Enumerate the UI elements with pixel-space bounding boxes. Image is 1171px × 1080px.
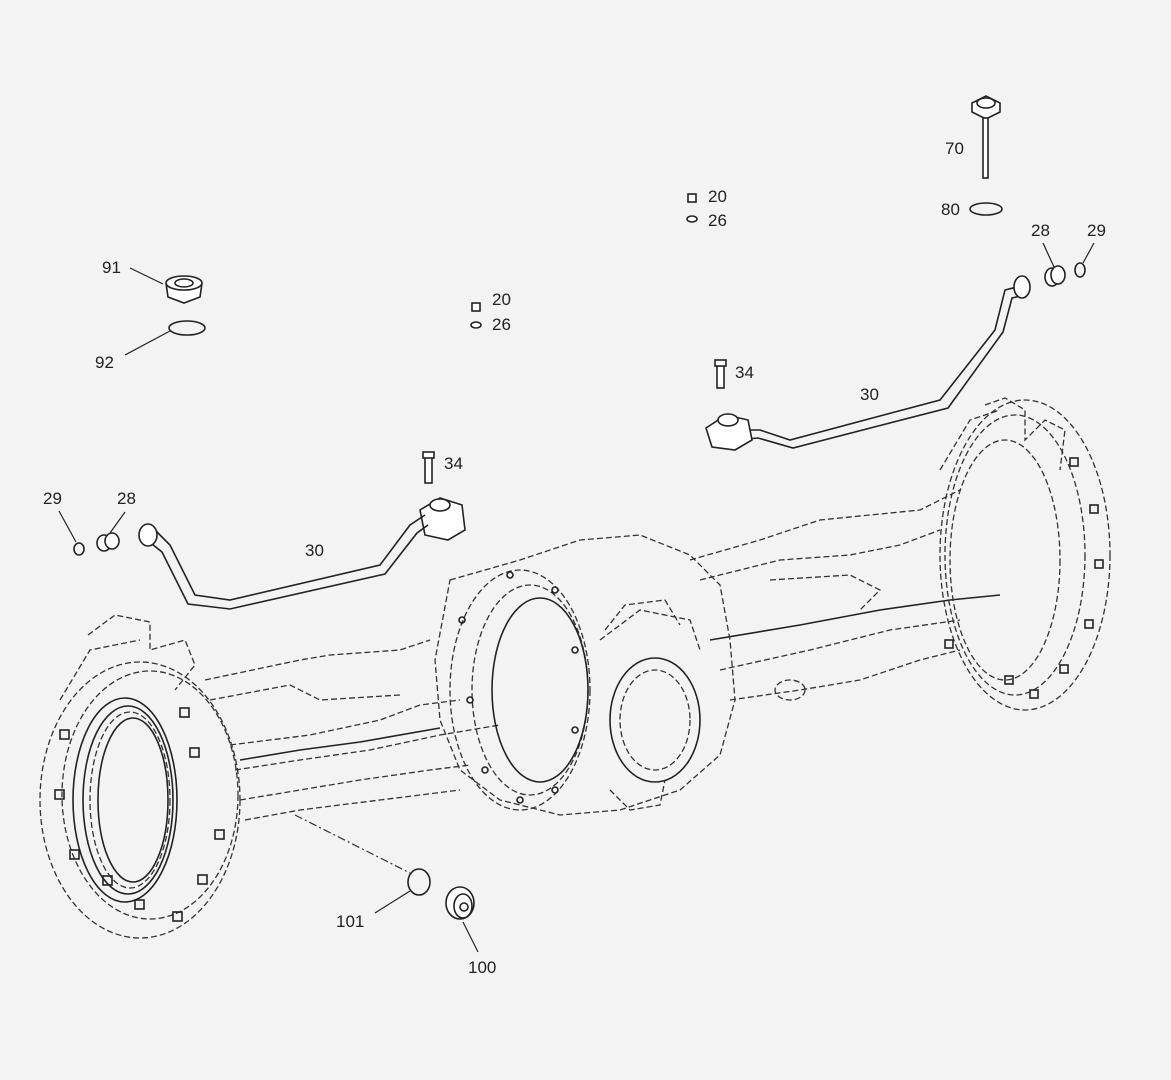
right-oring-29 [1074,262,1086,278]
callout-34-left: 34 [444,454,463,473]
callout-92: 92 [95,353,114,372]
callout-28-right: 28 [1031,221,1050,240]
callout-20-left: 20 [492,290,511,309]
left-bearing-bore [72,697,178,903]
pinion-input-boss [609,657,701,783]
callout-34-right: 34 [735,363,754,382]
drain-assembly-line [294,814,411,874]
callout-29-right: 29 [1087,221,1106,240]
right-pipe-30 [734,275,1031,449]
callout-101: 101 [336,912,364,931]
left-axle-tube-top [204,639,431,681]
left-axle-tube-bottom [239,764,471,801]
left-flange-bolt-holes [54,707,225,922]
left-pipe-30 [138,514,429,610]
left-flange-outer [39,661,241,939]
left-ring-gear-2 [89,711,171,889]
right-axle-tube-top [689,489,961,561]
callout-29-left: 29 [43,489,62,508]
leader-lines [58,242,1095,953]
left-flange-mid [61,670,239,920]
left-cap-91 [165,275,203,304]
right-dipstick-70 [971,95,1001,179]
left-ring-gear-3 [97,717,169,883]
callout-20-right: 20 [708,187,727,206]
left-plug-20 [471,302,481,312]
right-flange-bolt-holes [944,457,1104,699]
left-oring-92 [168,320,206,336]
differential-bolts [458,571,579,804]
right-flange-bracket [984,397,1066,471]
right-fitting-28 [1044,265,1066,287]
left-washer-26 [470,321,482,329]
callout-28-left: 28 [117,489,136,508]
callout-30-left: 30 [305,541,324,560]
right-banjo-block [705,413,753,451]
left-ring-gear-1 [82,705,174,895]
callout-30-right: 30 [860,385,879,404]
left-oring-29 [73,542,85,556]
right-flange-outer [939,399,1111,711]
callout-70: 70 [945,139,964,158]
differential-housing-outline [434,534,736,816]
right-bolt-34 [714,359,727,389]
right-axle-tube-bottom [729,649,961,701]
left-banjo-block [419,497,466,541]
right-flange-inner [944,414,1086,696]
callout-26-left: 26 [492,315,511,334]
callout-91: 91 [102,258,121,277]
right-plug-20 [687,193,697,203]
callout-labels: 70 80 20 26 28 29 91 92 20 26 34 30 34 2… [43,139,1106,977]
left-bolt-34 [422,451,435,484]
right-oring-80 [969,202,1003,216]
callout-26-right: 26 [708,211,727,230]
right-washer-26 [686,215,698,223]
callout-80: 80 [941,200,960,219]
differential-ring-flange [449,569,591,811]
callout-100: 100 [468,958,496,977]
left-flange-bracket [87,614,196,691]
left-fitting-28 [96,532,120,552]
drain-oring-101 [407,868,431,896]
axle-housing [39,397,1111,939]
drain-plug-100 [445,886,475,920]
